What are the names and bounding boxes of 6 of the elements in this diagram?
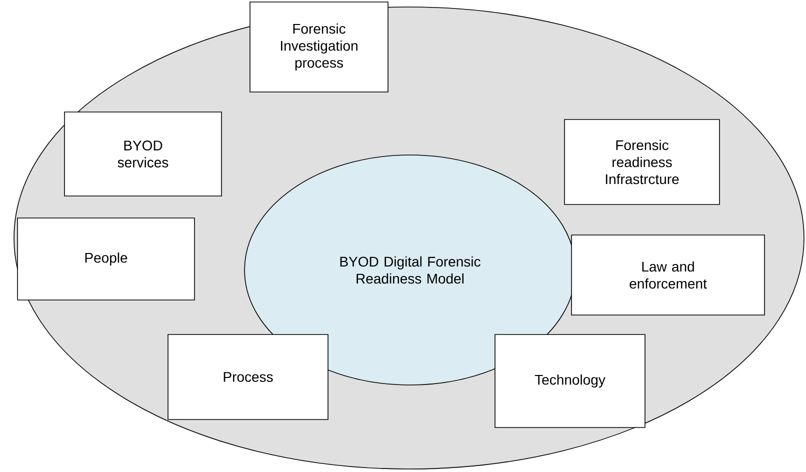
concept-box: BYOD services <box>64 112 222 196</box>
concept-box: People <box>17 218 195 300</box>
concept-box: Technology <box>494 334 646 428</box>
concept-box: Forensic readiness Infrastrcture <box>564 119 720 205</box>
concept-box: Process <box>168 334 328 420</box>
concept-box: Law and enforcement <box>571 234 765 316</box>
